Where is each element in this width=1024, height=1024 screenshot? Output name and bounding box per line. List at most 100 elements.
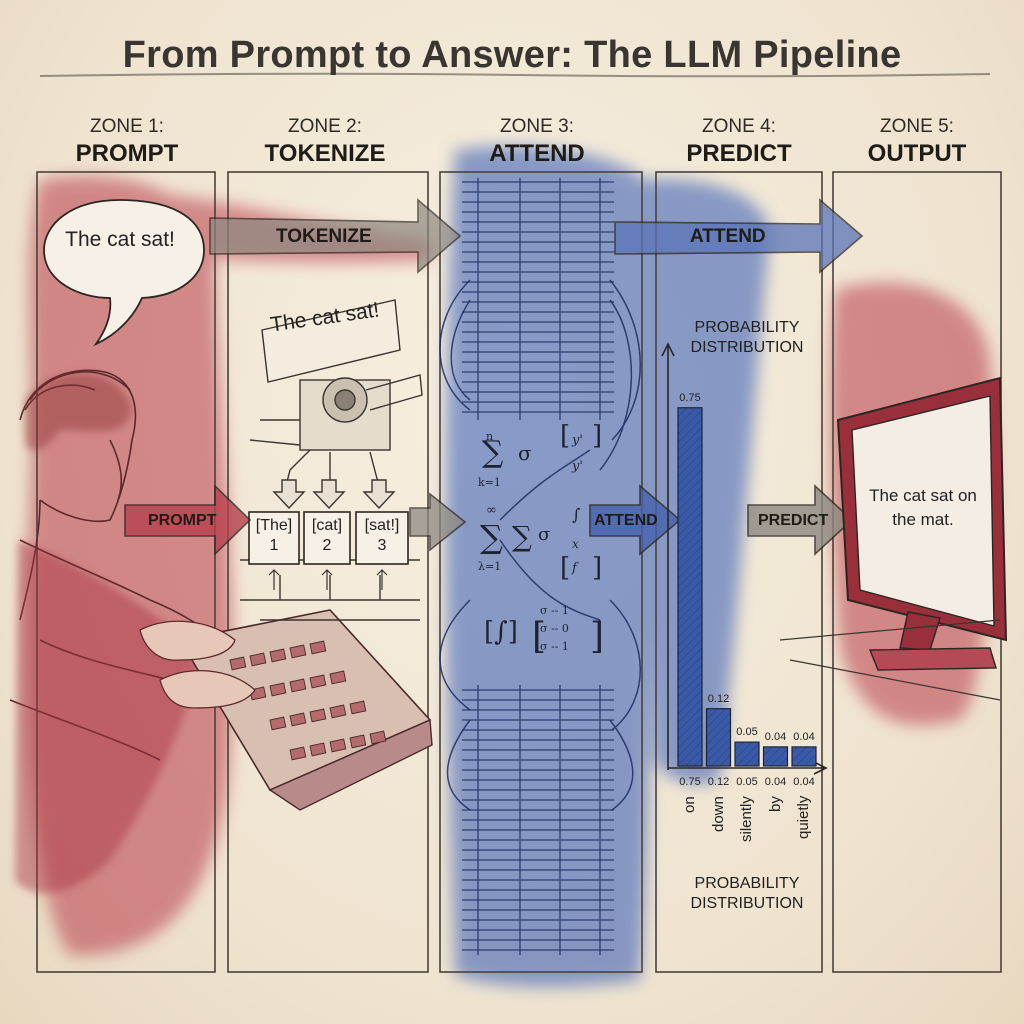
page-title: From Prompt to Answer: The LLM Pipeline: [122, 34, 902, 76]
speech-bubble: [43, 199, 205, 347]
category-label: by: [766, 796, 784, 812]
chart-bars: [677, 407, 817, 767]
category-label: down: [709, 796, 727, 832]
axis-value-label: 0.04: [764, 776, 787, 788]
category-label: quietly: [795, 796, 812, 840]
zone-3-header: ZONE 3: ATTEND: [442, 116, 632, 168]
attention-math: ∑ σ n k=1 ∑ ∑ σ ∞ λ=1 [] 𝑦'𝑦' [] ∫𝑥𝑓 [∫]…: [478, 421, 604, 657]
monitor-sketch: [779, 376, 1008, 701]
zone-5-name: OUTPUT: [867, 140, 967, 167]
chart-bar-hatch: [706, 708, 731, 766]
tokenizer-machine: [240, 299, 423, 621]
zone-1-name: PROMPT: [75, 140, 179, 167]
svg-text:k=1: k=1: [478, 476, 501, 489]
token-id: 3: [377, 537, 387, 554]
token-boxes: [248, 511, 409, 565]
keyboard-sketch: [178, 609, 433, 811]
arrow-attend-top-shape: [614, 198, 864, 274]
svg-text:∫: ∫: [572, 505, 580, 524]
arrow-tokens-to-attend: [409, 492, 467, 552]
zone-3-number: ZONE 3:: [500, 116, 574, 137]
svg-text:[: [: [560, 553, 570, 583]
zone-4-name: PREDICT: [686, 140, 792, 167]
bar-value-label: 0.75: [679, 391, 701, 404]
chart-bar-hatch: [678, 407, 702, 766]
svg-text:n: n: [486, 430, 493, 443]
token-up-arrows: [268, 569, 388, 590]
chart-bar-hatch: [792, 746, 816, 766]
svg-text:]: ]: [592, 553, 602, 583]
zone-3-name: ATTEND: [489, 140, 585, 167]
monitor-screen-text: The cat sat on the mat.: [869, 486, 977, 529]
arrow-tokenize-label: TOKENIZE: [276, 226, 372, 247]
category-label: silently: [738, 796, 755, 842]
arrow-tokenize-shape: [209, 198, 462, 274]
arrow-attend-mid-label: ATTEND: [594, 512, 658, 529]
chart-bar-hatch: [763, 746, 788, 766]
zone-1-number: ZONE 1:: [90, 116, 164, 137]
svg-text:∑: ∑: [480, 518, 503, 556]
axis-value-label: 0.75: [679, 776, 701, 788]
zone-1-header: ZONE 1: PROMPT: [32, 116, 222, 168]
svg-text:[: [: [532, 616, 546, 657]
svg-text:]: ]: [590, 616, 604, 657]
token-box-the: [The] 1: [249, 516, 299, 556]
axis-value-label: 0.04: [793, 776, 815, 788]
arrow-attend-top-label: ATTEND: [690, 226, 766, 247]
category-label: on: [681, 796, 698, 813]
svg-text:λ=1: λ=1: [478, 560, 501, 573]
zone-panels: [36, 171, 1002, 973]
svg-text:σ -- 1: σ -- 1: [540, 640, 569, 653]
svg-text:σ -- 0: σ -- 0: [540, 622, 569, 635]
svg-text:σ -- 1: σ -- 1: [540, 604, 569, 617]
token-text: [cat]: [311, 517, 343, 534]
token-id: 1: [269, 537, 279, 554]
chart-axes: [661, 342, 828, 775]
attention-curves: [439, 279, 641, 811]
title-underline: [39, 72, 991, 78]
bar-value-label: 0.04: [793, 730, 815, 743]
bar-value-label: 0.04: [764, 730, 787, 743]
token-box-sat: [sat!] 3: [356, 516, 408, 556]
zone-5-header: ZONE 5: OUTPUT: [822, 116, 1012, 168]
arrow-predict-label: PREDICT: [758, 512, 829, 529]
arrow-prompt-label: PROMPT: [148, 512, 217, 529]
chart-title: PROBABILITY DISTRIBUTION: [690, 319, 804, 356]
chart-bar-hatch: [735, 742, 759, 766]
svg-text:]: ]: [592, 421, 602, 451]
svg-text:𝑦': 𝑦': [571, 433, 583, 448]
axis-value-label: 0.12: [707, 776, 730, 788]
zone-2-number: ZONE 2:: [288, 116, 362, 137]
arrow-predict-shape: [747, 484, 854, 556]
svg-text:𝑦': 𝑦': [571, 459, 583, 474]
svg-text:∑: ∑: [482, 435, 504, 470]
zone-2-name: TOKENIZE: [264, 140, 386, 167]
zone-4-number: ZONE 4:: [702, 116, 776, 137]
svg-text:∞: ∞: [486, 503, 497, 518]
chart-xlabel: PROBABILITY DISTRIBUTION: [690, 875, 804, 912]
svg-text:[: [: [560, 421, 570, 451]
svg-text:∑: ∑: [512, 520, 532, 553]
bar-value-label: 0.05: [736, 726, 758, 739]
token-text: [sat!]: [364, 517, 400, 534]
svg-text:𝑓: 𝑓: [571, 561, 579, 576]
svg-text:[∫]: [∫]: [484, 617, 518, 647]
svg-text:σ: σ: [518, 441, 532, 465]
token-id: 2: [322, 537, 332, 554]
hands-sketch: [139, 620, 256, 709]
zone-2-header: ZONE 2: TOKENIZE: [230, 116, 420, 168]
axis-value-label: 0.05: [736, 776, 758, 788]
attention-stack: [462, 178, 614, 955]
tokenizer-down-arrows: [272, 479, 396, 510]
zone-5-number: ZONE 5:: [880, 116, 954, 137]
token-text: [The]: [255, 517, 293, 534]
svg-text:𝑥: 𝑥: [572, 537, 579, 551]
zone-4-header: ZONE 4: PREDICT: [644, 116, 834, 168]
arrow-attend-mid-shape: [589, 484, 682, 556]
token-box-cat: [cat] 2: [304, 516, 350, 556]
bar-value-label: 0.12: [707, 692, 730, 705]
speech-bubble-text: The cat sat!: [65, 228, 175, 251]
arrow-prompt-shape: [124, 484, 252, 556]
